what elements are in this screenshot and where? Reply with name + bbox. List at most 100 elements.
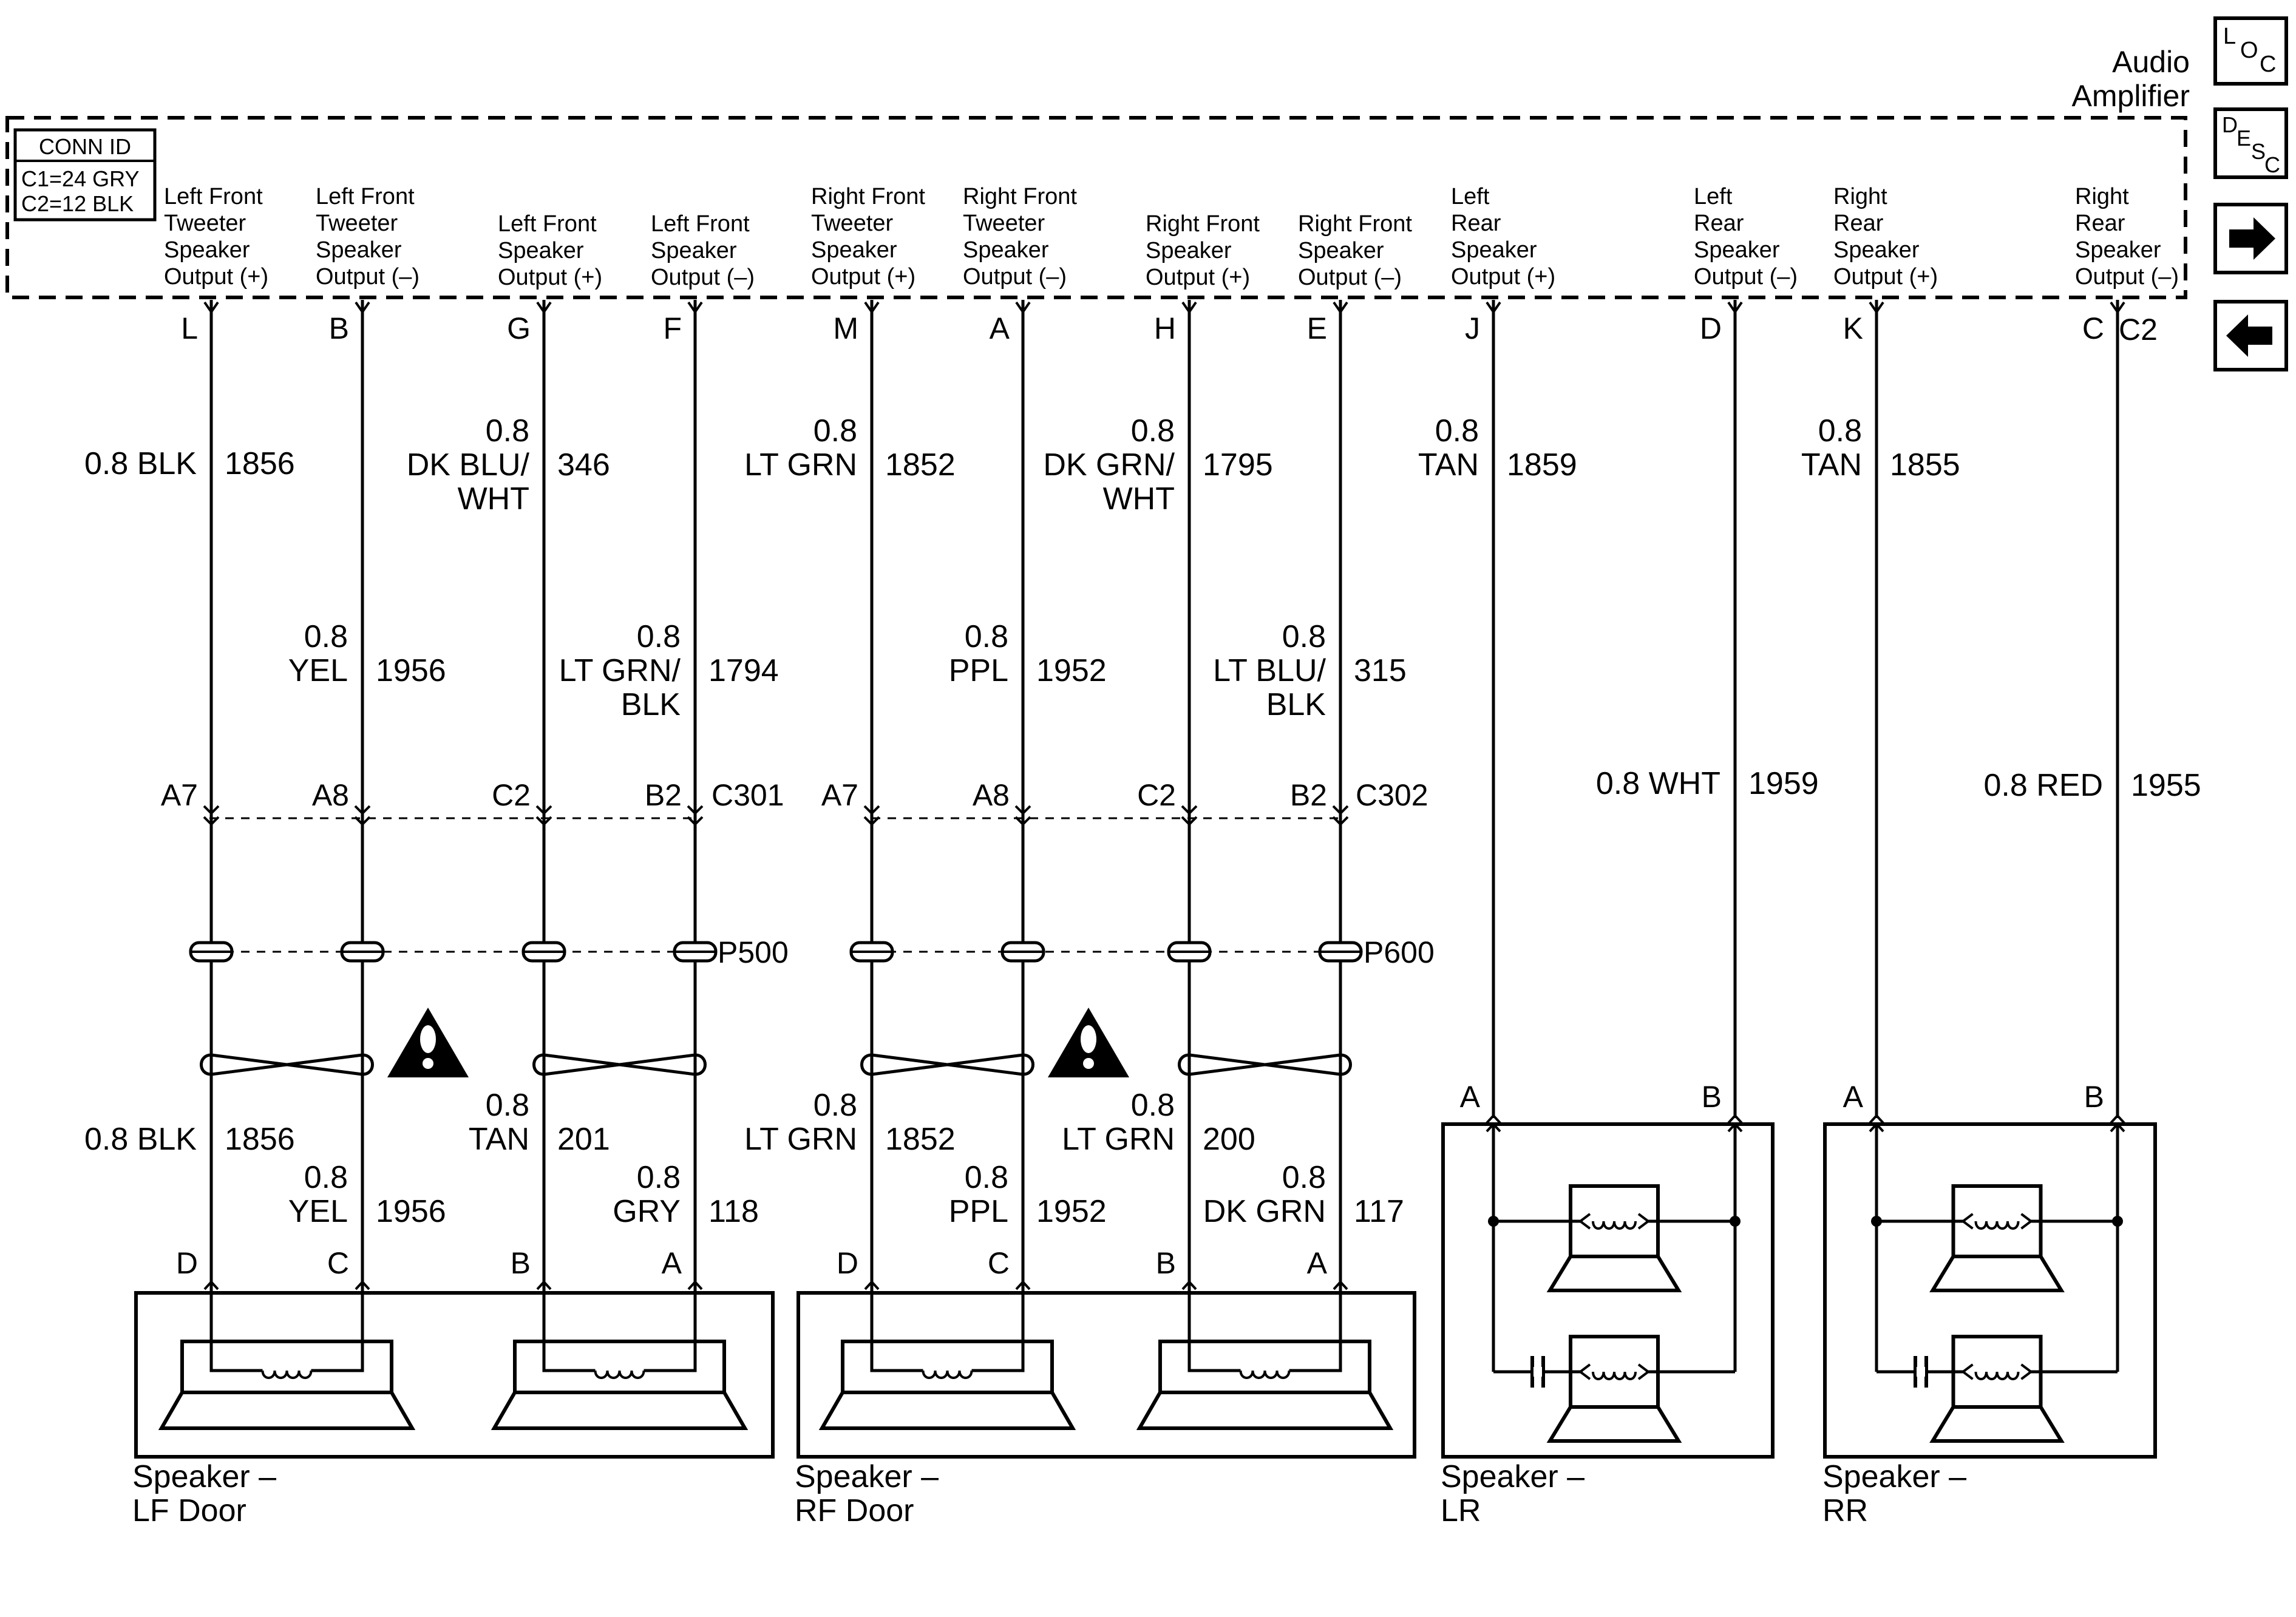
wire-color-label: 0.8 xyxy=(1131,1088,1175,1123)
speaker-pin-d: D xyxy=(176,1246,198,1280)
terminal-fork xyxy=(1333,301,1348,314)
output-label-line: Tweeter xyxy=(316,211,398,236)
speaker-cone xyxy=(1546,1255,1682,1292)
speaker-name: Speaker – xyxy=(1822,1459,1966,1494)
voice-coil xyxy=(922,1370,973,1379)
wire-color-label: PPL xyxy=(949,1194,1008,1229)
speaker-magnet xyxy=(180,1340,393,1394)
c302-name: C302 xyxy=(1356,778,1428,812)
output-label-line: Output (–) xyxy=(651,265,755,290)
output-label-line: Speaker xyxy=(2075,237,2161,263)
speaker-lead xyxy=(870,1293,923,1372)
lead-arrow xyxy=(1637,1213,1651,1230)
splice-packs: P500 P600 xyxy=(189,935,1435,969)
speaker-pin-a: A xyxy=(1460,1080,1481,1114)
inline-pin-c2: C2 xyxy=(492,778,531,812)
circuit-number: 1852 xyxy=(885,1122,956,1157)
speaker-lead xyxy=(644,1293,697,1372)
speaker-housing xyxy=(1823,1122,2157,1459)
speaker-lead xyxy=(971,1293,1025,1372)
output-label-line: Speaker xyxy=(963,237,1049,263)
circuit-number: 1956 xyxy=(376,653,446,688)
speaker-magnet xyxy=(513,1340,726,1394)
next-page-button[interactable] xyxy=(2213,203,2288,274)
output-label-line: Output (+) xyxy=(1833,264,1938,290)
speaker-housing xyxy=(134,1291,775,1459)
connector-chevron xyxy=(1014,816,1031,826)
amplifier-pin-m: M xyxy=(833,311,858,345)
lead-arrow xyxy=(1961,1213,1974,1230)
amplifier-pin-b: B xyxy=(329,311,349,345)
prev-page-button[interactable] xyxy=(2213,300,2288,371)
speaker-name: LR xyxy=(1441,1493,1481,1528)
conn-id-box: CONN ID C1=24 GRY C2=12 BLK xyxy=(13,128,157,222)
output-label-line: Speaker xyxy=(164,237,250,263)
loc-button[interactable]: L O C xyxy=(2213,16,2288,86)
warning-icon-left xyxy=(387,1008,469,1077)
circuit-number: 200 xyxy=(1203,1122,1255,1157)
wire-color-label: 0.8 xyxy=(304,619,348,654)
wire-color-label: GRY xyxy=(613,1194,681,1229)
speaker-cone xyxy=(158,1391,416,1430)
speaker-pin-b: B xyxy=(511,1246,531,1280)
terminal-fork xyxy=(536,1280,552,1290)
circuit-number: 1955 xyxy=(2131,768,2201,803)
terminal-fork xyxy=(203,301,219,314)
connector-chevron xyxy=(1181,816,1198,826)
desc-letter-s: S xyxy=(2251,139,2266,164)
terminal-fork xyxy=(1486,301,1501,314)
speaker-pin-a: A xyxy=(1843,1080,1864,1114)
wire-color-label: BLK xyxy=(1266,687,1326,722)
wire-color-label: 0.8 xyxy=(1131,413,1175,449)
lead-arrow xyxy=(2020,1213,2033,1230)
voice-coil xyxy=(1974,1371,2020,1380)
amplifier-pin-h: H xyxy=(1154,311,1176,345)
wire-color-label: TAN xyxy=(469,1122,529,1157)
output-label-line: Output (+) xyxy=(1146,265,1250,290)
amplifier-title-line2: Amplifier xyxy=(2072,79,2190,113)
desc-button[interactable]: D E S C xyxy=(2213,107,2288,179)
twisted-pair-symbol xyxy=(200,1053,374,1076)
output-label-line: Rear xyxy=(2075,211,2125,236)
connector-chevron xyxy=(354,805,371,815)
output-label-line: Left Front xyxy=(316,184,415,209)
output-label-line: Right xyxy=(2075,184,2129,209)
connector-chevron xyxy=(1332,816,1349,826)
arrow-left-icon xyxy=(2226,314,2272,357)
circuit-number: 1952 xyxy=(1036,1194,1107,1229)
wire-color-label: DK GRN/ xyxy=(1043,447,1175,483)
terminal-fork xyxy=(1181,1280,1197,1290)
amplifier-pin-g: G xyxy=(507,311,531,345)
output-label-line: Left xyxy=(1694,184,1733,209)
terminal-fork xyxy=(687,301,703,314)
speaker-pin-b: B xyxy=(2084,1080,2104,1114)
speaker-lead xyxy=(311,1293,364,1372)
output-label-line: Right Front xyxy=(811,184,925,209)
output-label-line: Right xyxy=(1833,184,1887,209)
terminal-fork xyxy=(1486,1114,1501,1124)
output-label-line: Speaker xyxy=(811,237,897,263)
speaker-cone xyxy=(1929,1255,2065,1292)
amplifier-pin-l: L xyxy=(181,311,198,345)
output-label-line: Tweeter xyxy=(164,211,246,236)
wire-color-label: 0.8 xyxy=(813,413,857,449)
output-label-line: Speaker xyxy=(1146,238,1232,263)
voice-coil xyxy=(1974,1221,2020,1230)
speaker-pin-b: B xyxy=(1702,1080,1722,1114)
terminal-fork xyxy=(1333,1280,1348,1290)
speaker-cone xyxy=(491,1391,749,1430)
inline-pin-a7: A7 xyxy=(821,778,858,812)
terminal-fork xyxy=(355,1280,370,1290)
amplifier-pin-f: F xyxy=(663,311,682,345)
terminal-fork xyxy=(687,1280,703,1290)
terminal-fork xyxy=(2110,1114,2125,1124)
wire-color-label: 0.8 xyxy=(1818,413,1862,449)
wire-color-label: 0.8 xyxy=(486,1088,529,1123)
circuit-number: 201 xyxy=(557,1122,610,1157)
output-label-line: Speaker xyxy=(1451,237,1537,263)
connector-chevron xyxy=(863,805,880,815)
wire-color-label: 0.8 xyxy=(965,619,1008,654)
wire-color-label: 0.8 RED xyxy=(1983,768,2103,803)
speaker-name: LF Door xyxy=(132,1493,246,1528)
